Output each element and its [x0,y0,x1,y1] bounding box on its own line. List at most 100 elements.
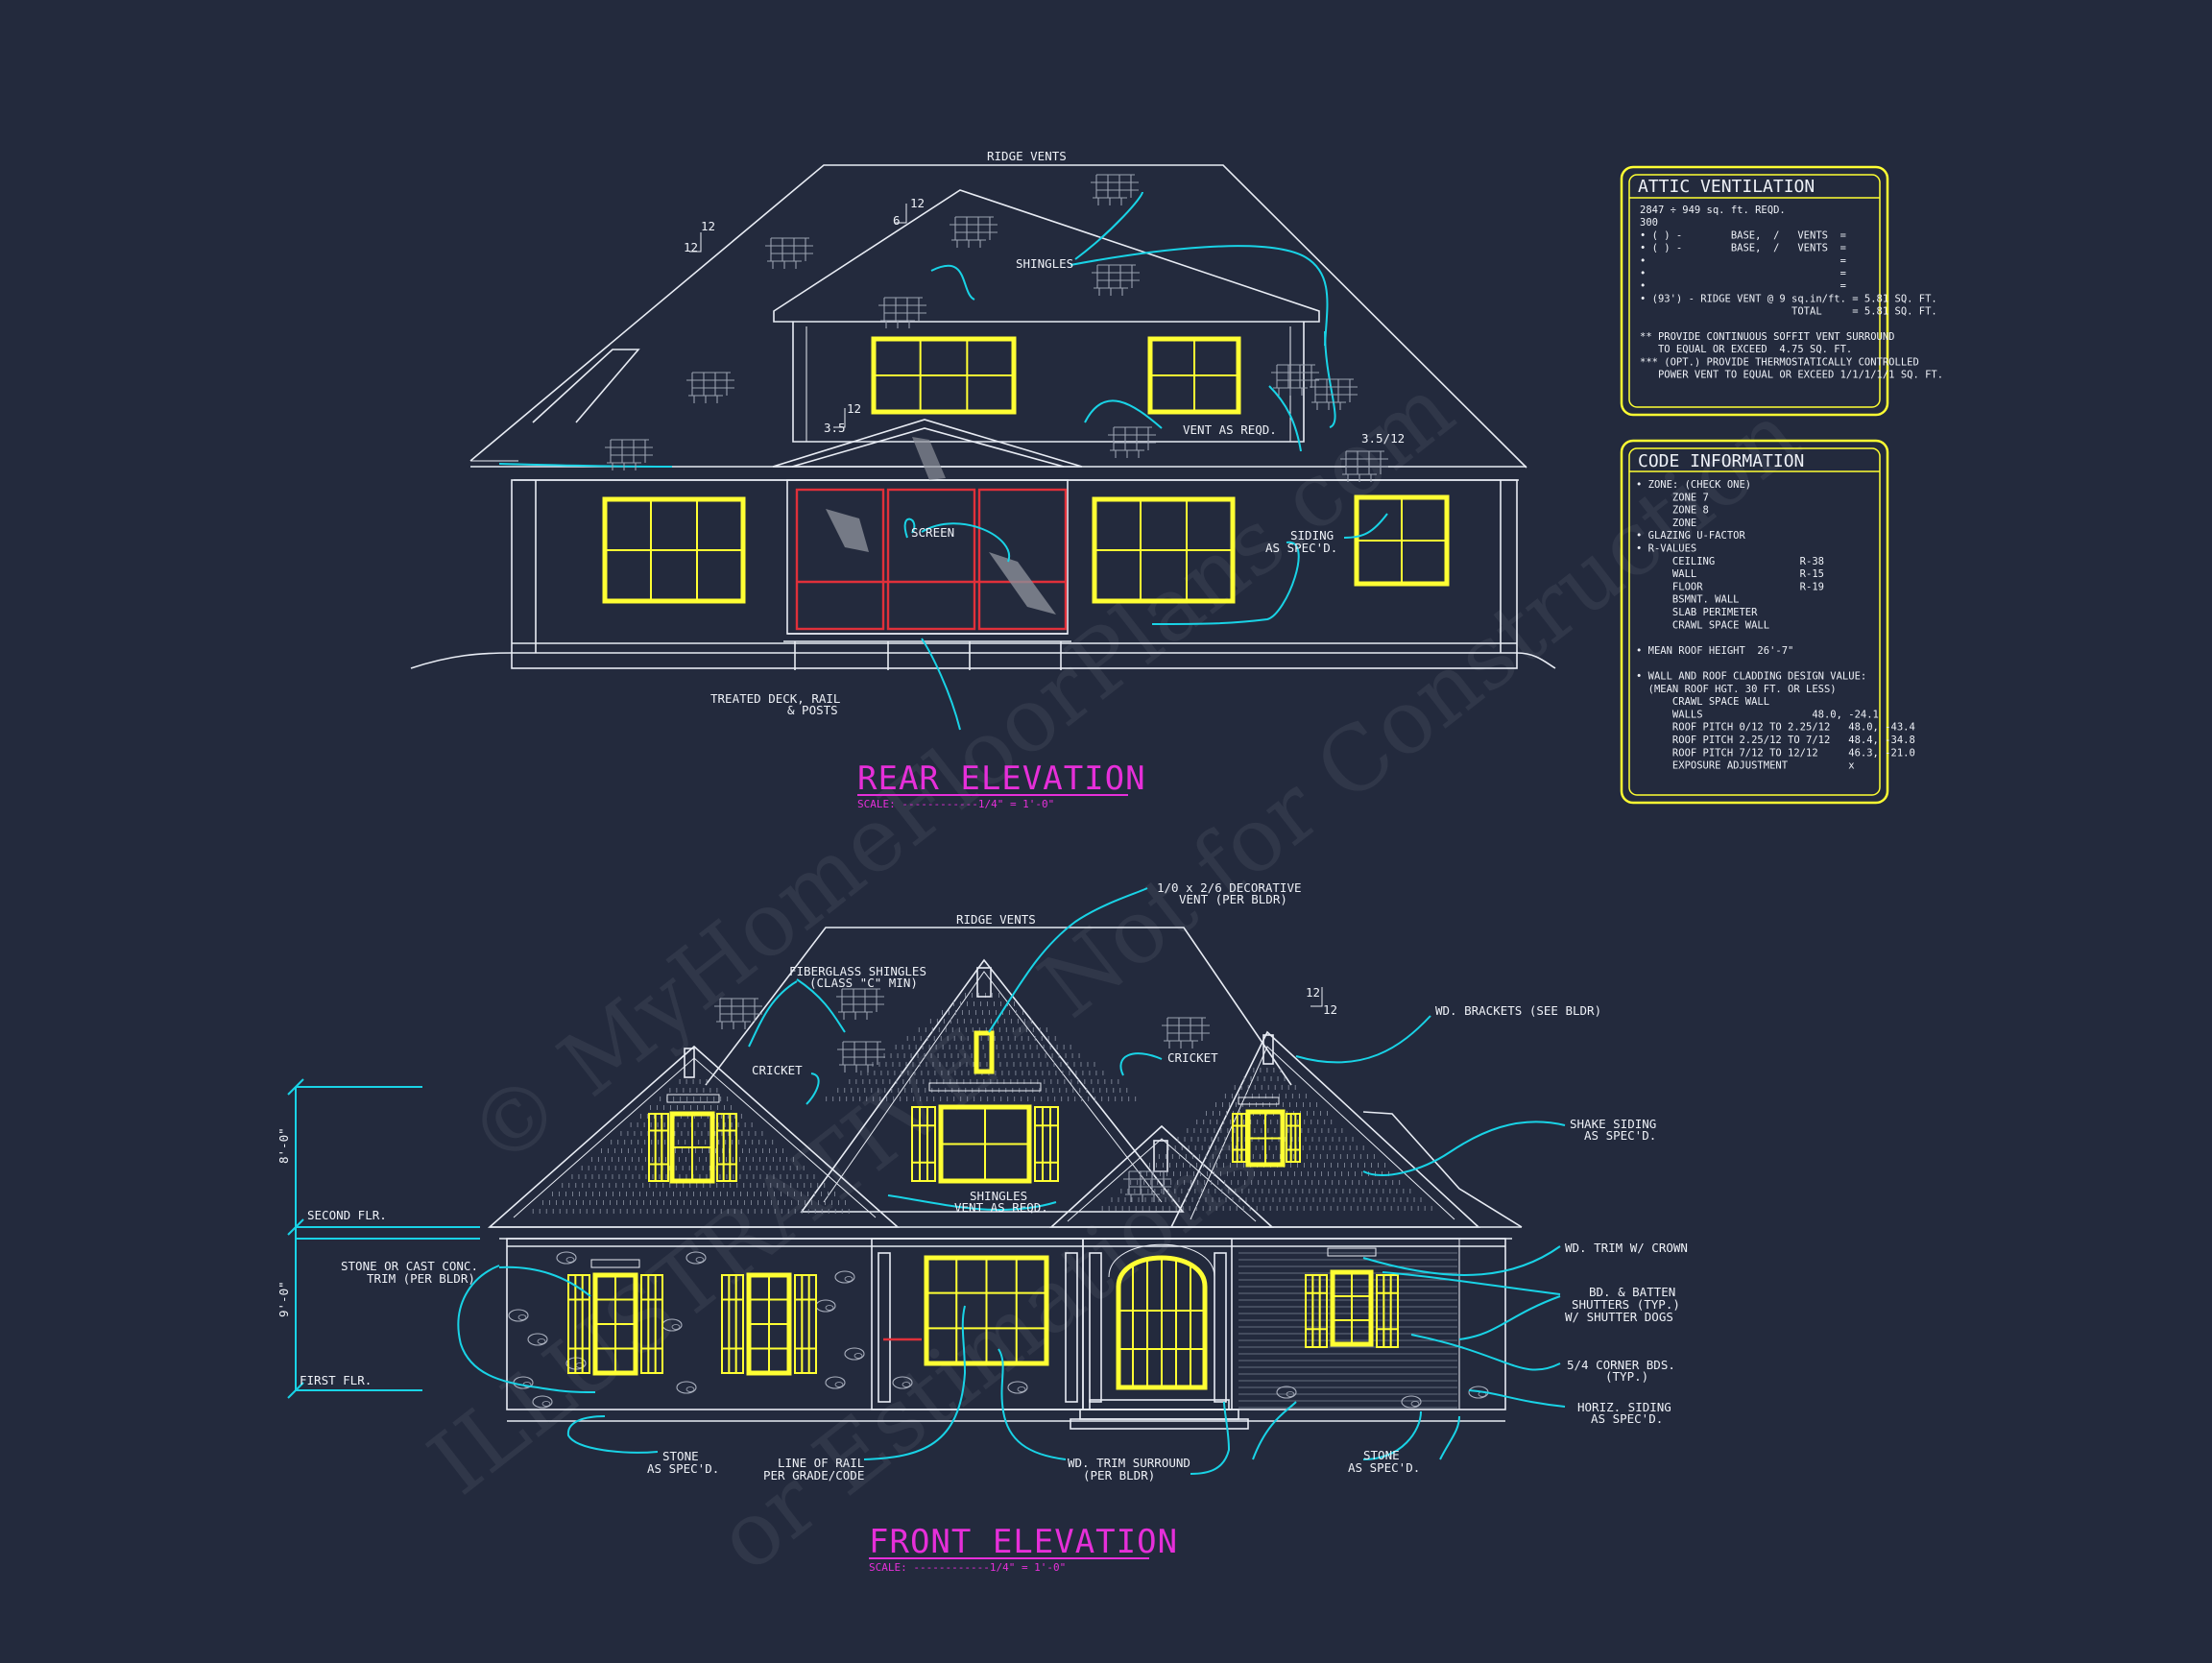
front-pitch-marker [1310,987,1323,1007]
front-leader-9 [1362,1245,1561,1276]
front-horizontal-siding [1238,1252,1457,1409]
front-shutter-fl1-r [640,1274,663,1374]
code-line-5: • R-VALUES [1636,543,1696,555]
front-leader-17 [863,1305,967,1460]
rear-windows [602,336,1450,604]
code-line-20: ROOF PITCH 2.25/12 TO 7/12 48.4, -34.8 [1636,735,1915,746]
front-shutter-rg-r-frame [1286,1113,1301,1163]
front-shake-label-1: SHAKE SIDING [1570,1117,1656,1131]
front-leader-10 [1382,1271,1561,1295]
brick-patch-11 [836,988,884,1020]
code-line-21: ROOF PITCH 7/12 TO 12/12 46.3, -21.0 [1636,747,1915,759]
brick-patch-1 [950,216,998,248]
front-trim-head-right [1327,1247,1377,1257]
front-decorative-vent [974,1030,995,1074]
stone-mark-inner-7 [695,1257,705,1263]
rear-leader-8 [921,522,1011,563]
attic-box-lines: 2847 ÷ 949 sq. ft. REQD.300• ( ) - BASE,… [1640,205,1943,381]
front-window-first-left-1 [592,1272,638,1376]
brick-patch-4 [878,297,926,328]
stone-mark-7 [685,1251,707,1265]
front-shutter-rg-l [1232,1113,1247,1163]
stone-mark-inner-12 [902,1382,911,1387]
front-shutter-cg-l-frame [911,1106,936,1182]
front-shutter-lg-l-frame [648,1113,669,1182]
stone-mark-14 [1276,1386,1297,1399]
rear-leader-1 [930,264,975,301]
code-line-4: • GLAZING U-FACTOR [1636,530,1745,542]
front-cricket-label-right: CRICKET [1167,1050,1218,1065]
attic-line-2: • ( ) - BASE, / VENTS = [1640,229,1846,241]
front-horiz-label-2: AS SPEC'D. [1591,1411,1663,1426]
front-right-gable-inner [1190,1046,1455,1220]
rear-labels: RIDGE VENTS SHINGLES VENT AS REQD. SCREE… [684,149,1405,717]
front-step-1 [1089,1399,1230,1410]
front-window-right-gable [1245,1109,1286,1168]
rear-deck-label-2: & POSTS [787,703,838,717]
front-porch-column-1 [878,1252,891,1403]
code-line-0: • ZONE: (CHECK ONE) [1636,479,1751,491]
brick-patch-15 [837,1041,885,1073]
front-dim-upper-label: 8'-0" [276,1127,291,1164]
brick-patch-7 [1310,378,1358,410]
front-second-floor-label: SECOND FLR. [307,1208,387,1222]
rear-pitch-12a: 12 [701,219,715,233]
stone-mark-6 [676,1381,697,1394]
brick-patch-12 [1162,1017,1210,1048]
code-information-box: CODE INFORMATION • ZONE: (CHECK ONE) ZON… [1620,439,1915,805]
rear-ridge-vents-label: RIDGE VENTS [987,149,1067,163]
code-line-3: ZONE [1636,518,1696,529]
code-line-16: (MEAN ROOF HGT. 30 FT. OR LESS) [1636,684,1837,695]
front-shutter-rg-r [1286,1113,1301,1163]
rear-elevation-drawing: RIDGE VENTS SHINGLES VENT AS REQD. SCREE… [410,149,1556,810]
front-right-roof [1362,1111,1523,1228]
front-leader-2 [748,980,798,1048]
code-line-22: EXPOSURE ADJUSTMENT x [1636,760,1855,772]
attic-line-0: 2847 ÷ 949 sq. ft. REQD. [1640,205,1786,216]
stone-mark-3 [556,1251,577,1265]
stone-mark-17 [527,1333,548,1346]
front-shutter-cg-l [911,1106,936,1182]
front-leader-4 [1295,1015,1431,1064]
rear-porch-frame [786,479,1069,635]
attic-line-3: • ( ) - BASE, / VENTS = [1640,243,1846,254]
stone-mark-10 [825,1376,846,1389]
front-stone-trim-head-1 [590,1259,640,1268]
front-leader-3 [796,978,846,1033]
rear-gable-shade [912,437,946,480]
rear-leader-12 [498,463,673,468]
rear-shingles-label: SHINGLES [1016,256,1073,271]
front-decor-vent-label-2: VENT (PER BLDR) [1179,892,1287,906]
front-corner-label-1: 5/4 CORNER BDS. [1567,1358,1675,1372]
front-windows [567,1104,1399,1376]
front-pitch-12b: 12 [1323,1002,1337,1017]
front-shingles-label-1: SHINGLES [970,1189,1027,1203]
code-line-15: • WALL AND ROOF CLADDING DESIGN VALUE: [1636,671,1866,683]
front-shutter-rg-l-frame [1232,1113,1247,1163]
front-leader-15 [498,1265,591,1297]
front-fiberglass-label-1: FIBERGLASS SHINGLES [789,964,926,978]
rear-dormer-walls [792,322,1305,443]
front-cricket-label-left: CRICKET [752,1063,803,1077]
rear-leader-7 [903,518,916,539]
rear-pitch-6: 6 [893,213,901,228]
front-stone-trim-label-2: TRIM (PER BLDR) [367,1271,475,1286]
stone-mark-inner-15 [1410,1401,1420,1407]
front-leader-13 [1468,1389,1566,1408]
front-entry-door [1116,1255,1208,1390]
rear-pitch-marker-3 [833,408,846,428]
front-main-roof [705,927,1292,1086]
rear-pitch-35: 3.5 [824,421,846,435]
front-labels: RIDGE VENTS 1/0 x 2/6 DECORATIVE VENT (P… [276,880,1688,1482]
rear-window-lower-right [1354,494,1450,587]
front-decor-vent-label-1: 1/0 x 2/6 DECORATIVE [1157,880,1302,895]
front-left-window-head [666,1094,720,1103]
front-dim-tick-3 [287,1382,304,1399]
code-line-2: ZONE 8 [1636,505,1709,517]
front-shingles-label-2: VENT AS REQD. [954,1200,1048,1215]
front-center-finial [976,967,992,998]
code-line-19: ROOF PITCH 0/12 TO 2.25/12 48.0, -43.4 [1636,722,1915,734]
stone-mark-12 [892,1376,913,1389]
stone-mark-inner-8 [825,1305,834,1311]
